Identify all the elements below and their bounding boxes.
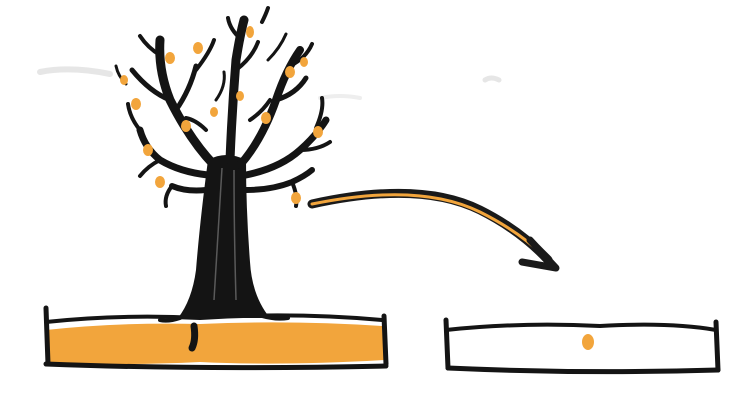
empty-bed-icon bbox=[446, 320, 718, 372]
seed-icon bbox=[582, 334, 594, 350]
arrow-icon bbox=[312, 193, 556, 268]
tree-icon bbox=[116, 8, 330, 321]
background-smudges bbox=[40, 69, 499, 98]
